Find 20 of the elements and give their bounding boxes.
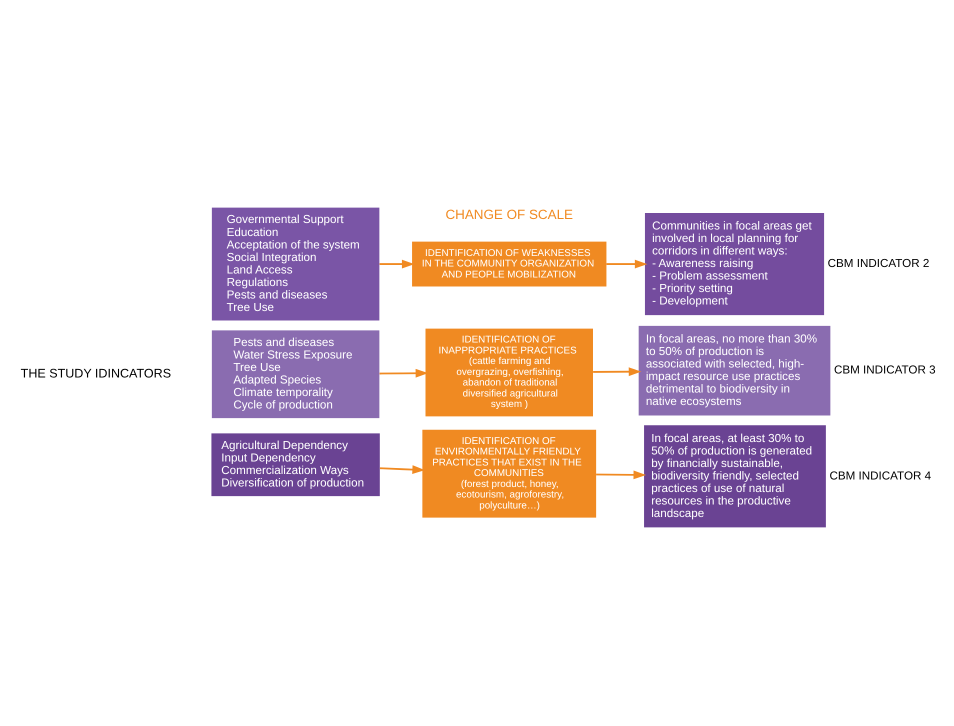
node-box: In focal areas, no more than 30% to 50% of production is associated with selected, high-impact resource use practices detrimental to biodiversity in native ecosystems bbox=[638, 325, 830, 415]
arrow bbox=[606, 259, 648, 268]
arrow bbox=[593, 366, 642, 376]
arrow bbox=[380, 368, 428, 378]
node-box: IDENTIFICATION OF WEAKNESSES IN THE COMMUNITY ORGANIZATION AND PEOPLE MOBILIZATION bbox=[412, 241, 606, 286]
node-box: Governmental Support Education Acceptation of the system Social Integration Land Access Regulations Pests and diseases Tree Use bbox=[212, 207, 380, 320]
arrow bbox=[380, 464, 425, 474]
label: CHANGE OF SCALE bbox=[445, 206, 574, 222]
node-label: CBM INDICATOR 2 bbox=[828, 256, 930, 270]
label: THE STUDY IDINCATORS bbox=[20, 366, 172, 380]
node-box: Pests and diseases Water Stress Exposure Tree Use Adapted Species Climate temporality Cycle of production bbox=[212, 330, 380, 418]
node-box: IDENTIFICATION OF ENVIRONMENTALLY FRIENDLY PRACTICES THAT EXIST IN THE COMMUNITIES (forest product, honey, ecotourism, agroforestry, polyculture…) bbox=[422, 429, 596, 518]
node-label: CBM INDICATOR 3 bbox=[834, 363, 936, 376]
node-box: Agricultural Dependency Input Dependency Commercialization Ways Diversification of production bbox=[211, 432, 380, 496]
node-box: IDENTIFICATION OF INAPPROPRIATE PRACTICES (cattle farming and overgrazing, overfishing, abandon of traditional diversified agricultural system ) bbox=[426, 328, 593, 416]
arrow bbox=[596, 470, 646, 479]
arrow bbox=[380, 259, 414, 268]
node-box: In focal areas, at least 30% to 50% of production is generated by financially sustainable, biodiversity friendly, selected practices of use of natural resources in the productive landscape bbox=[644, 424, 826, 527]
node-label: CBM INDICATOR 4 bbox=[829, 468, 932, 482]
node-box: Communities in focal areas get involved in local planning for corridors in different ways: - Awareness raising - Problem assessment - Priority setting - Development bbox=[644, 212, 824, 315]
